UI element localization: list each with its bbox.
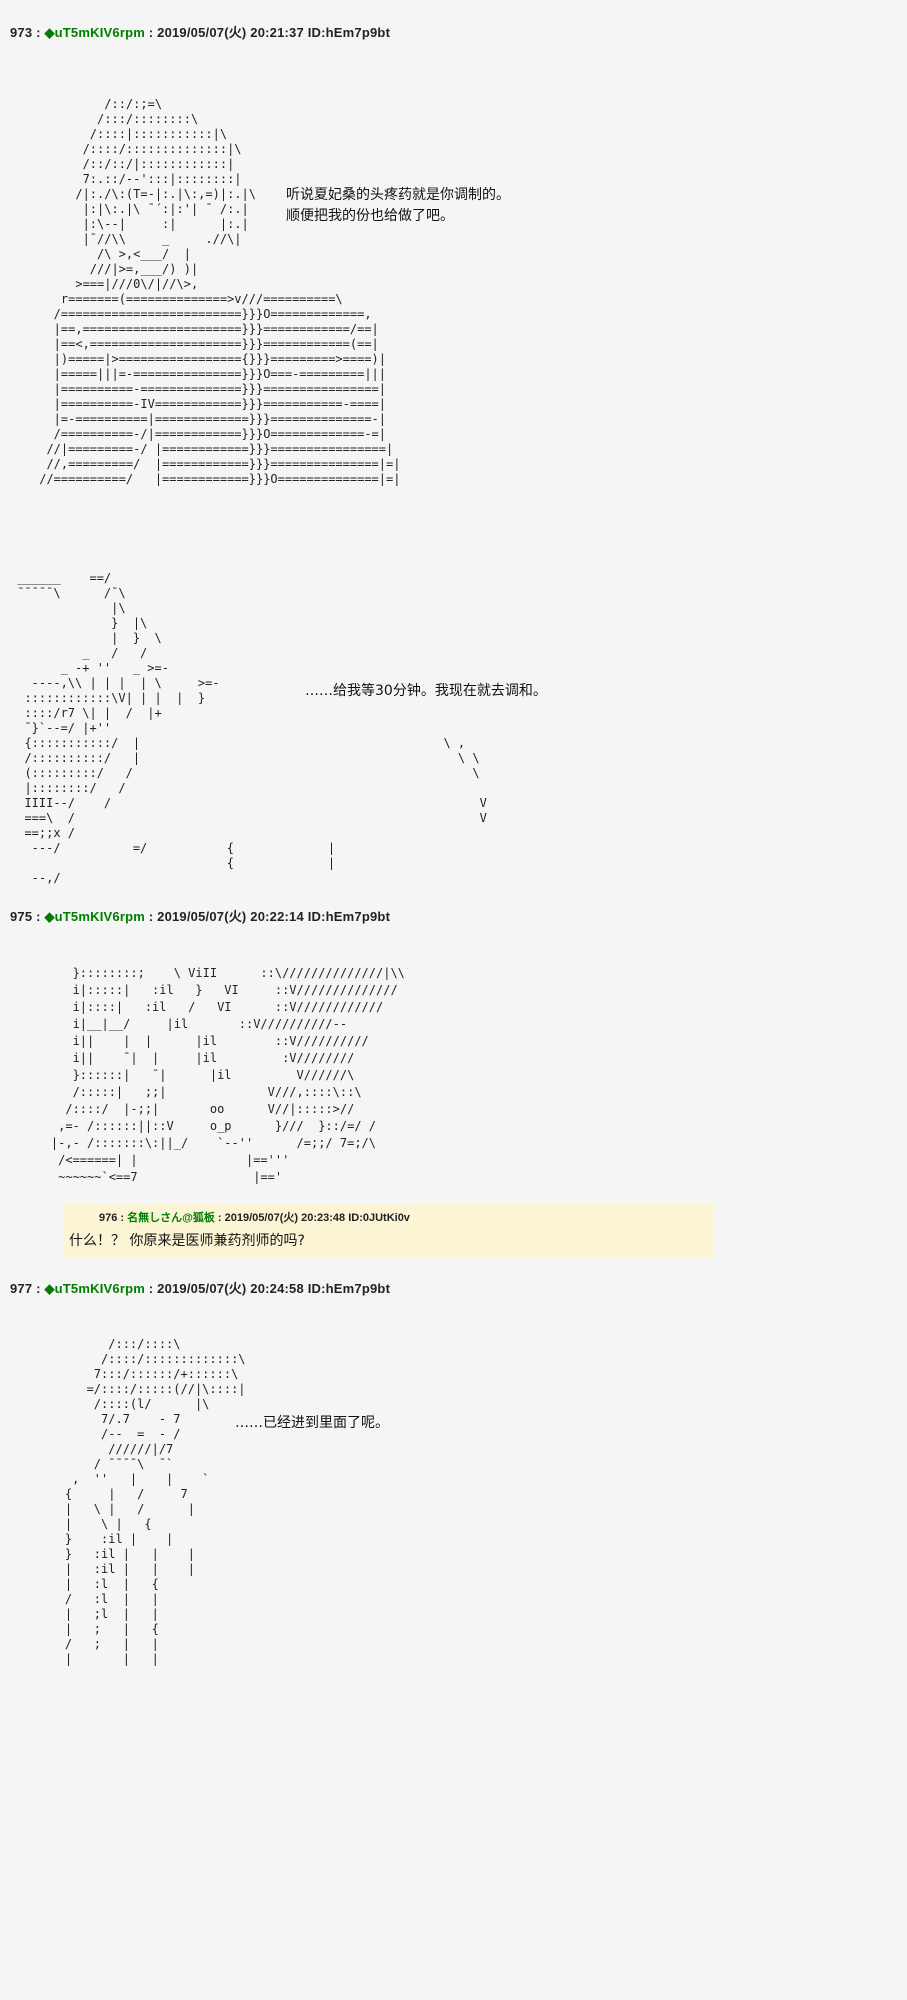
aa-scene-room: }::::::::; \ ViII ::\//////////////|\\ i…: [10, 965, 897, 1186]
quote-author: 名無しさん@狐板: [127, 1212, 215, 1224]
post-977: 977 : ◆uT5mKIV6rpm : 2019/05/07(火) 20:24…: [10, 1278, 897, 1667]
quote-text: 什么！？ 你原来是医师兼药剂师的吗?: [69, 1233, 305, 1249]
dialogue-text: ……已经进到里面了呢。: [235, 1415, 389, 1431]
post-datetime: 2019/05/07(火) 20:21:37: [157, 25, 304, 40]
aa-scene-standing: ______ ==/ ¯¯¯¯¯\ /¯\ |\ } |\ | } \ _ / …: [10, 571, 897, 886]
post-id: ID:hEm7p9bt: [307, 25, 391, 40]
post-author: ◆uT5mKIV6rpm: [44, 25, 145, 40]
quoted-post-976: 976 : 名無しさん@狐板 : 2019/05/07(火) 20:23:48 …: [63, 1204, 713, 1258]
post-id: ID:hEm7p9bt: [307, 909, 391, 924]
post-number: 973: [10, 25, 33, 40]
dialogue-text: 听说夏妃桑的头疼药就是你调制的。 顺便把我的份也给做了吧。: [286, 187, 510, 224]
quote-datetime: 2019/05/07(火) 20:23:48: [224, 1212, 346, 1224]
post-datetime: 2019/05/07(火) 20:22:14: [157, 909, 304, 924]
thread-page: 973 : ◆uT5mKIV6rpm : 2019/05/07(火) 20:21…: [10, 22, 897, 1667]
ascii-art: }::::::::; \ ViII ::\//////////////|\\ i…: [50, 966, 405, 1184]
quote-id: ID:0JUtKi0v: [348, 1212, 410, 1224]
post-number: 975: [10, 909, 33, 924]
ascii-art: /:::/::::\ /::::/:::::::::::::\ 7:::/:::…: [64, 1337, 246, 1666]
post-973: 973 : ◆uT5mKIV6rpm : 2019/05/07(火) 20:21…: [10, 22, 897, 886]
ascii-art: /::/:;=\ /:::/::::::::\ /::::|::::::::::…: [39, 97, 401, 486]
post-datetime: 2019/05/07(火) 20:24:58: [157, 1281, 304, 1296]
separator: :: [117, 1212, 128, 1224]
aa-scene-bust: /::/:;=\ /:::/::::::::\ /::::|::::::::::…: [10, 97, 897, 487]
separator: :: [144, 1281, 158, 1296]
post-author: ◆uT5mKIV6rpm: [44, 1281, 145, 1296]
separator: :: [32, 1281, 45, 1296]
dialogue-text: ……给我等30分钟。我现在就去调和。: [305, 683, 547, 699]
separator: :: [144, 25, 158, 40]
aa-scene-figure: /:::/::::\ /::::/:::::::::::::\ 7:::/:::…: [10, 1337, 897, 1667]
post-975: 975 : ◆uT5mKIV6rpm : 2019/05/07(火) 20:22…: [10, 906, 897, 1186]
quote-header: 976 : 名無しさん@狐板 : 2019/05/07(火) 20:23:48 …: [99, 1209, 705, 1225]
separator: :: [32, 25, 45, 40]
post-header: 977 : ◆uT5mKIV6rpm : 2019/05/07(火) 20:24…: [10, 1278, 897, 1297]
post-author: ◆uT5mKIV6rpm: [44, 909, 145, 924]
separator: :: [214, 1212, 225, 1224]
post-number: 977: [10, 1281, 33, 1296]
post-header: 975 : ◆uT5mKIV6rpm : 2019/05/07(火) 20:22…: [10, 906, 897, 925]
quote-number: 976: [99, 1212, 118, 1224]
separator: :: [32, 909, 45, 924]
post-header: 973 : ◆uT5mKIV6rpm : 2019/05/07(火) 20:21…: [10, 22, 897, 41]
ascii-art: ______ ==/ ¯¯¯¯¯\ /¯\ |\ } |\ | } \ _ / …: [17, 571, 487, 885]
post-id: ID:hEm7p9bt: [307, 1281, 391, 1296]
separator: :: [144, 909, 158, 924]
